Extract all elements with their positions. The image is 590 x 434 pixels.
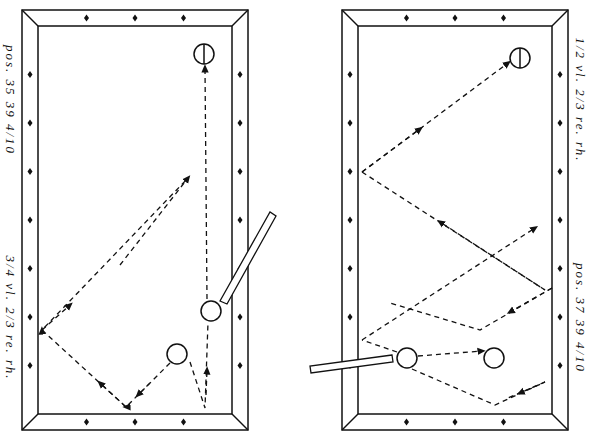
rail-diamond <box>238 120 243 127</box>
shot-note: pos. 37 39 4/10 <box>572 263 588 373</box>
rail-diamond <box>28 362 33 369</box>
rail-diamond <box>558 217 563 224</box>
rail-diamond <box>133 419 138 426</box>
rail-diamond <box>238 71 243 78</box>
rail-diamond <box>348 168 353 175</box>
rail-diamond <box>28 168 33 175</box>
rail-diamond <box>28 120 33 127</box>
rail-diamond <box>348 314 353 321</box>
shot-note: pos. 35 39 4/10 <box>2 45 18 155</box>
rail-diamond <box>28 265 33 272</box>
rail-diamond <box>84 419 89 426</box>
rail-diamond <box>348 265 353 272</box>
rail-diamond <box>501 15 506 22</box>
rail-diamond <box>28 71 33 78</box>
rail-diamond <box>558 265 563 272</box>
rail-diamond <box>453 419 458 426</box>
rail-diamond <box>558 120 563 127</box>
rail-diamond <box>181 15 186 22</box>
rail-diamond <box>348 71 353 78</box>
rail-diamond <box>84 15 89 22</box>
rail-diamond <box>558 314 563 321</box>
rail-diamond <box>348 217 353 224</box>
rail-diamond <box>133 15 138 22</box>
rail-diamond <box>558 168 563 175</box>
rail-diamond <box>238 362 243 369</box>
shot-note: 3/4 vl. 2/3 re. rh. <box>2 255 18 380</box>
rail-diamond <box>181 419 186 426</box>
rail-diamond <box>28 217 33 224</box>
rail-diamond <box>404 15 409 22</box>
rail-diamond <box>238 314 243 321</box>
rail-diamond <box>501 419 506 426</box>
rail-diamond <box>453 15 458 22</box>
rail-diamond <box>558 71 563 78</box>
rail-diamond <box>28 314 33 321</box>
rail-diamond <box>238 217 243 224</box>
rail-diamond <box>238 168 243 175</box>
shot-note: 1/2 vl. 2/3 re. rh. <box>572 37 588 162</box>
rail-diamond <box>348 120 353 127</box>
rail-diamond <box>404 419 409 426</box>
rail-diamond <box>558 362 563 369</box>
